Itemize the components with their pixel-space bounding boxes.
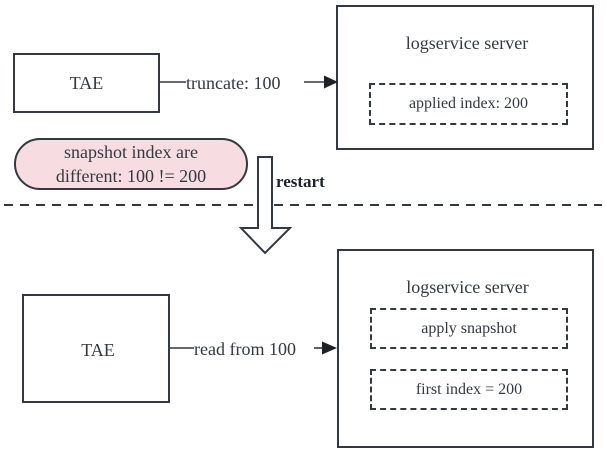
apply-snapshot-box: apply snapshot <box>370 308 568 349</box>
top-edge-label: truncate: 100 <box>186 73 281 93</box>
first-index-box: first index = 200 <box>370 369 568 410</box>
bottom-logservice-server-title: logservice server <box>406 276 529 297</box>
snapshot-mismatch-note: snapshot index are different: 100 != 200 <box>14 138 248 190</box>
first-index-label: first index = 200 <box>415 380 523 398</box>
top-tae-box: TAE <box>13 53 160 113</box>
note-line-1: snapshot index are <box>64 141 198 162</box>
bottom-edge-label: read from 100 <box>194 339 296 359</box>
bottom-tae-label: TAE <box>81 340 115 360</box>
restart-label: restart <box>276 172 325 191</box>
applied-index-label: applied index: 200 <box>408 95 529 112</box>
apply-snapshot-label: apply snapshot <box>421 319 517 337</box>
bottom-tae-box: TAE <box>22 294 170 403</box>
top-logservice-server-title: logservice server <box>405 32 529 53</box>
top-logservice-server-box: logservice server <box>336 5 594 150</box>
note-line-2: different: 100 != 200 <box>55 166 207 186</box>
applied-index-box: applied index: 200 <box>369 83 568 125</box>
top-tae-label: TAE <box>69 72 104 93</box>
